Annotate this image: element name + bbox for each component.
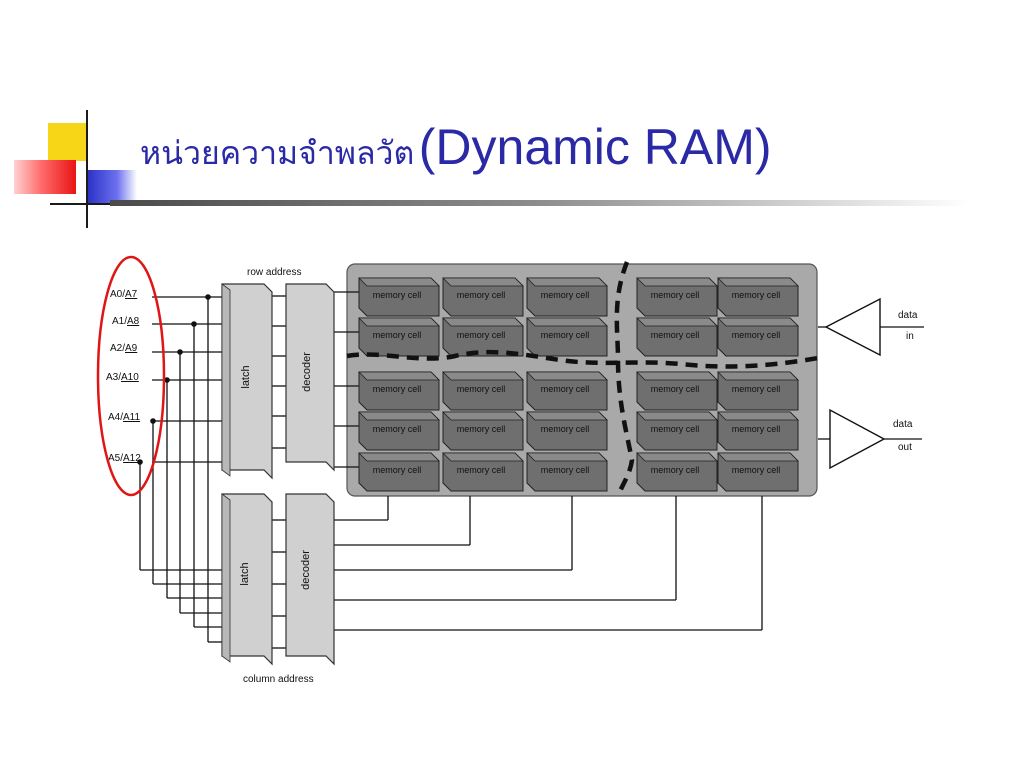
row-decoder-label: decoder bbox=[301, 352, 313, 392]
memory-cell: memory cell bbox=[526, 277, 608, 317]
memory-cell-grid: memory cell memory cell memory cell memory … bbox=[358, 277, 799, 492]
address-label-a3: A3/A10 bbox=[106, 372, 139, 383]
title-underline bbox=[110, 200, 970, 206]
memory-cell-label: memory cell bbox=[373, 290, 422, 300]
logo-horizontal-line bbox=[50, 203, 110, 205]
row-address-label: row address bbox=[247, 267, 301, 278]
memory-cell-label: memory cell bbox=[651, 384, 700, 394]
memory-cell-label: memory cell bbox=[373, 330, 422, 340]
address-label-a1: A1/A8 bbox=[112, 316, 140, 327]
row-latch-label: latch bbox=[240, 365, 252, 388]
memory-cell-label: memory cell bbox=[732, 290, 781, 300]
memory-cell: memory cell bbox=[717, 371, 799, 411]
memory-cell-label: memory cell bbox=[541, 290, 590, 300]
memory-cell: memory cell bbox=[717, 452, 799, 492]
memory-cell: memory cell bbox=[358, 317, 440, 357]
memory-cell-label: memory cell bbox=[732, 384, 781, 394]
memory-cell-label: memory cell bbox=[457, 290, 506, 300]
memory-cell-label: memory cell bbox=[457, 424, 506, 434]
data-in-label-line2: in bbox=[906, 331, 914, 342]
memory-cell: memory cell bbox=[636, 371, 718, 411]
memory-cell-label: memory cell bbox=[373, 384, 422, 394]
column-latch: latch bbox=[221, 493, 273, 666]
memory-cell-label: memory cell bbox=[732, 424, 781, 434]
column-address-label: column address bbox=[243, 674, 314, 685]
column-decoder-label: decoder bbox=[300, 550, 312, 590]
memory-cell: memory cell bbox=[358, 371, 440, 411]
memory-cell-label: memory cell bbox=[457, 330, 506, 340]
memory-cell-label: memory cell bbox=[651, 290, 700, 300]
memory-cell: memory cell bbox=[358, 411, 440, 451]
memory-cell: memory cell bbox=[442, 277, 524, 317]
memory-cell-label: memory cell bbox=[457, 465, 506, 475]
memory-cell: memory cell bbox=[717, 317, 799, 357]
memory-cell-label: memory cell bbox=[541, 465, 590, 475]
slide-title: หน่วยความจำพลวัต (Dynamic RAM) bbox=[140, 118, 772, 188]
logo-red-bar bbox=[14, 160, 76, 194]
address-label-a4: A4/A11 bbox=[108, 412, 141, 423]
title-english: (Dynamic RAM) bbox=[418, 119, 772, 175]
memory-cell: memory cell bbox=[442, 317, 524, 357]
logo-blue-bar bbox=[87, 170, 137, 204]
logo-vertical-line bbox=[86, 110, 88, 228]
memory-cell: memory cell bbox=[526, 411, 608, 451]
memory-cell-label: memory cell bbox=[457, 384, 506, 394]
memory-cell-label: memory cell bbox=[651, 424, 700, 434]
row-latch: latch bbox=[221, 283, 273, 480]
column-decoder: decoder bbox=[285, 493, 335, 666]
data-out-buffer: data out bbox=[829, 408, 922, 470]
memory-cell-label: memory cell bbox=[541, 424, 590, 434]
data-in-label-line1: data bbox=[898, 310, 918, 321]
memory-cell: memory cell bbox=[636, 452, 718, 492]
memory-cell: memory cell bbox=[442, 371, 524, 411]
address-line-labels: A0/A7 A1/A8 A2/A9 A3/A10 A4/A11 A5/A12 bbox=[106, 289, 141, 464]
data-out-label-line2: out bbox=[898, 442, 912, 453]
memory-cell: memory cell bbox=[717, 411, 799, 451]
memory-cell-label: memory cell bbox=[651, 330, 700, 340]
memory-cell: memory cell bbox=[636, 277, 718, 317]
memory-cell: memory cell bbox=[526, 371, 608, 411]
memory-cell: memory cell bbox=[636, 411, 718, 451]
memory-cell-label: memory cell bbox=[732, 330, 781, 340]
memory-cell: memory cell bbox=[636, 317, 718, 357]
vertical-partition-dash bbox=[614, 261, 635, 497]
address-wiring bbox=[137, 291, 830, 649]
row-decoder: decoder bbox=[285, 283, 335, 472]
memory-cell-label: memory cell bbox=[373, 465, 422, 475]
memory-cell: memory cell bbox=[717, 277, 799, 317]
address-label-a2: A2/A9 bbox=[110, 343, 138, 354]
title-thai: หน่วยความจำพลวัต bbox=[140, 134, 415, 172]
data-in-buffer: data in bbox=[824, 297, 924, 357]
memory-cell-label: memory cell bbox=[541, 384, 590, 394]
memory-cell-label: memory cell bbox=[373, 424, 422, 434]
address-label-a5: A5/A12 bbox=[108, 453, 141, 464]
address-label-a0: A0/A7 bbox=[110, 289, 138, 300]
memory-cell: memory cell bbox=[526, 317, 608, 357]
memory-cell: memory cell bbox=[358, 452, 440, 492]
column-latch-label: latch bbox=[239, 562, 251, 585]
memory-cell-label: memory cell bbox=[732, 465, 781, 475]
data-out-label-line1: data bbox=[893, 419, 913, 430]
logo-yellow-square bbox=[48, 123, 86, 161]
memory-cell: memory cell bbox=[442, 411, 524, 451]
memory-cell: memory cell bbox=[526, 452, 608, 492]
memory-cell-label: memory cell bbox=[541, 330, 590, 340]
address-highlight-ellipse bbox=[96, 255, 166, 497]
memory-cell-label: memory cell bbox=[651, 465, 700, 475]
memory-cell: memory cell bbox=[358, 277, 440, 317]
memory-cell: memory cell bbox=[442, 452, 524, 492]
